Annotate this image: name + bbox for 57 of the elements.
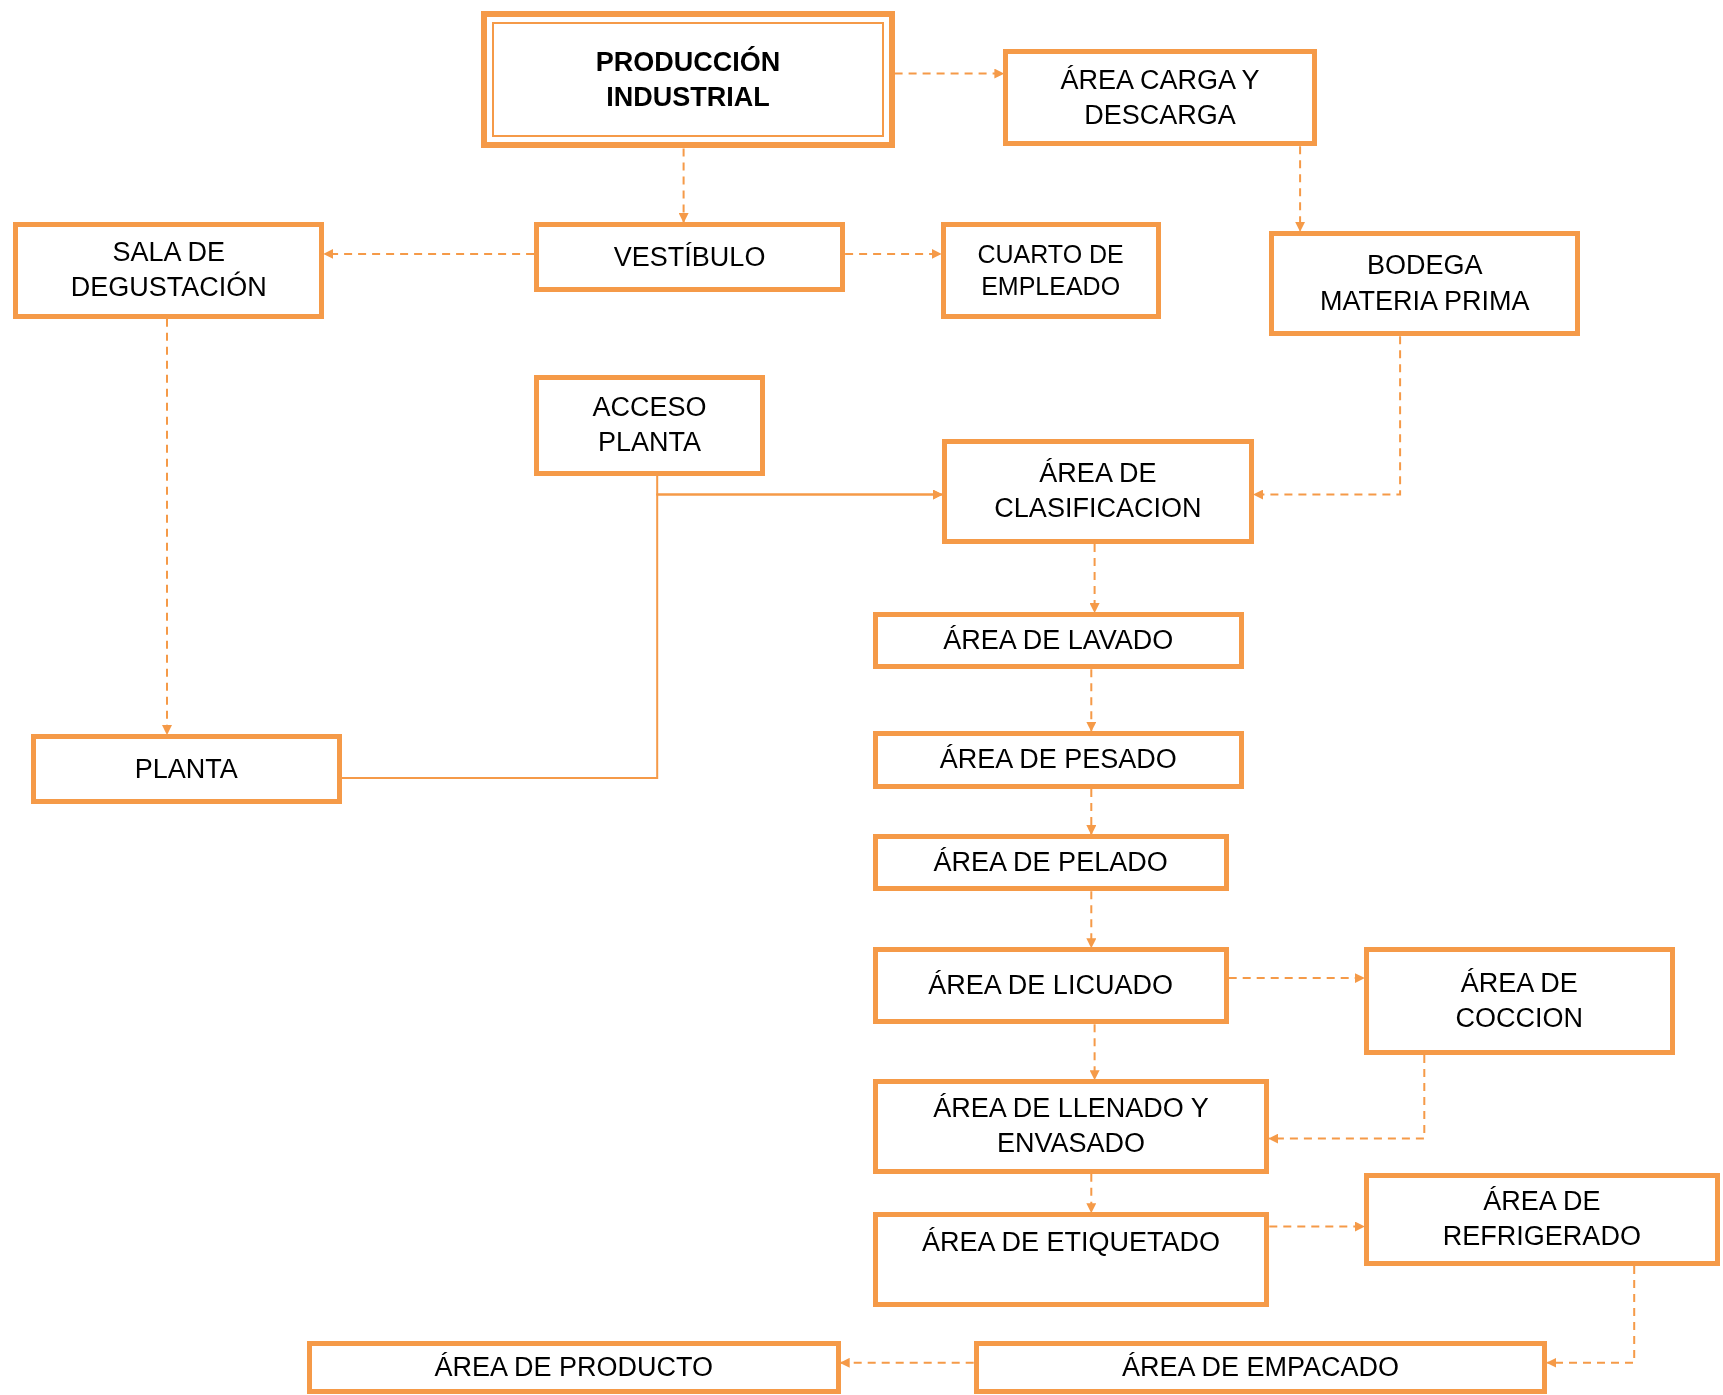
process-box — [1003, 49, 1317, 147]
arrow — [162, 317, 172, 736]
box-label: ÁREA DE LLENADO Y ENVASADO — [932, 1092, 1210, 1161]
arrow — [1086, 668, 1097, 732]
process-box — [13, 222, 325, 319]
process-box — [872, 1212, 1270, 1307]
process-box — [481, 11, 895, 149]
arrow — [893, 68, 1005, 79]
arrow — [323, 248, 536, 259]
box-label: ÁREA DE PELADO — [933, 846, 1168, 880]
box-label: ÁREA DE COCCION — [1454, 967, 1585, 1036]
arrow — [844, 248, 942, 259]
process-box — [1363, 1172, 1720, 1267]
box-label: ÁREA DE LICUADO — [928, 969, 1173, 1003]
process-box — [1269, 230, 1581, 337]
process-box — [973, 1340, 1548, 1394]
box-label: ÁREA DE PESADO — [939, 743, 1177, 777]
arrow — [1089, 1023, 1100, 1081]
process-box — [534, 222, 846, 293]
process-box — [872, 834, 1229, 892]
box-label: ACCESO PLANTA — [591, 391, 708, 460]
arrow — [1546, 1265, 1636, 1368]
arrow — [1086, 1172, 1097, 1214]
box-label: ÁREA DE CLASIFICACION — [993, 457, 1203, 526]
box-label: VESTÍBULO — [613, 240, 766, 274]
box-label: PRODUCCIÓN INDUSTRIAL — [594, 45, 782, 114]
arrow — [1086, 890, 1097, 949]
arrow — [1253, 335, 1402, 500]
arrow — [1295, 145, 1306, 232]
arrow — [1268, 1054, 1426, 1144]
process-box — [940, 222, 1161, 319]
process-box — [30, 734, 342, 805]
process-box — [872, 730, 1245, 790]
box-label: ÁREA DE EMPACADO — [1122, 1350, 1400, 1384]
arrow — [839, 1357, 975, 1368]
arrow — [1227, 973, 1365, 984]
box-label: ÁREA DE REFRIGERADO — [1441, 1185, 1642, 1254]
arrow — [1268, 1221, 1365, 1232]
process-box — [872, 1079, 1270, 1174]
box-label: ÁREA DE LAVADO — [943, 624, 1174, 658]
box-label: SALA DE DEGUSTACIÓN — [69, 236, 268, 305]
process-box — [872, 947, 1229, 1025]
arrow — [340, 489, 943, 780]
box-label: ÁREA CARGA Y DESCARGA — [1059, 63, 1261, 132]
arrow — [1086, 788, 1097, 836]
arrow — [678, 147, 689, 223]
box-label: CUARTO DE EMPLEADO — [976, 238, 1125, 303]
box-label: PLANTA — [134, 752, 238, 786]
process-box — [306, 1340, 841, 1394]
box-label: ÁREA DE ETIQUETADO — [921, 1226, 1220, 1260]
box-label: BODEGA MATERIA PRIMA — [1319, 249, 1531, 318]
process-box — [872, 612, 1245, 670]
process-box — [941, 438, 1254, 544]
process-box — [534, 374, 765, 476]
box-label: ÁREA DE PRODUCTO — [434, 1350, 713, 1384]
arrow — [1089, 543, 1100, 614]
process-box — [1363, 947, 1675, 1055]
